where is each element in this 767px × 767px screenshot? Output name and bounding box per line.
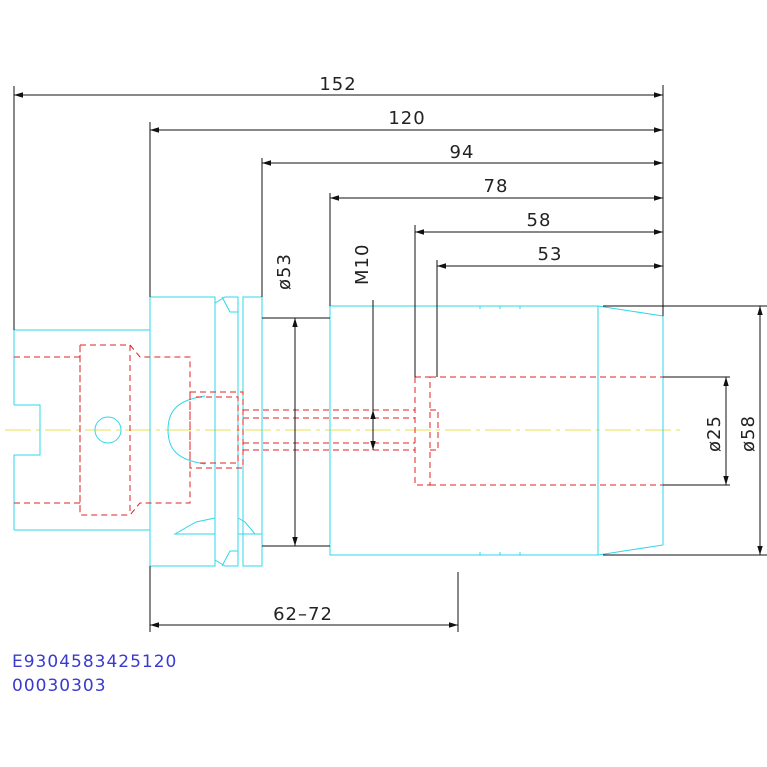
part-code-line1: E9304583425120 <box>12 652 178 672</box>
dim-dia53-label: ø53 <box>274 253 295 290</box>
dim-58-label: 58 <box>527 210 552 231</box>
dim-78-label: 78 <box>484 176 509 197</box>
dimension-lines <box>13 85 767 632</box>
hidden-lines <box>14 344 663 516</box>
dim-adjust-range-label: 62–72 <box>273 604 333 625</box>
dim-94-label: 94 <box>450 142 475 163</box>
dim-thread-label: M10 <box>352 244 373 285</box>
dim-53-label: 53 <box>538 244 563 265</box>
dim-overall-length-label: 152 <box>319 74 356 95</box>
dim-dia25-label: ø25 <box>704 415 725 452</box>
part-code-line2: 00030303 <box>12 676 107 696</box>
dim-dia58-label: ø58 <box>738 415 759 452</box>
dim-gauge-length-label: 120 <box>388 108 425 129</box>
holder-outline <box>13 296 664 567</box>
